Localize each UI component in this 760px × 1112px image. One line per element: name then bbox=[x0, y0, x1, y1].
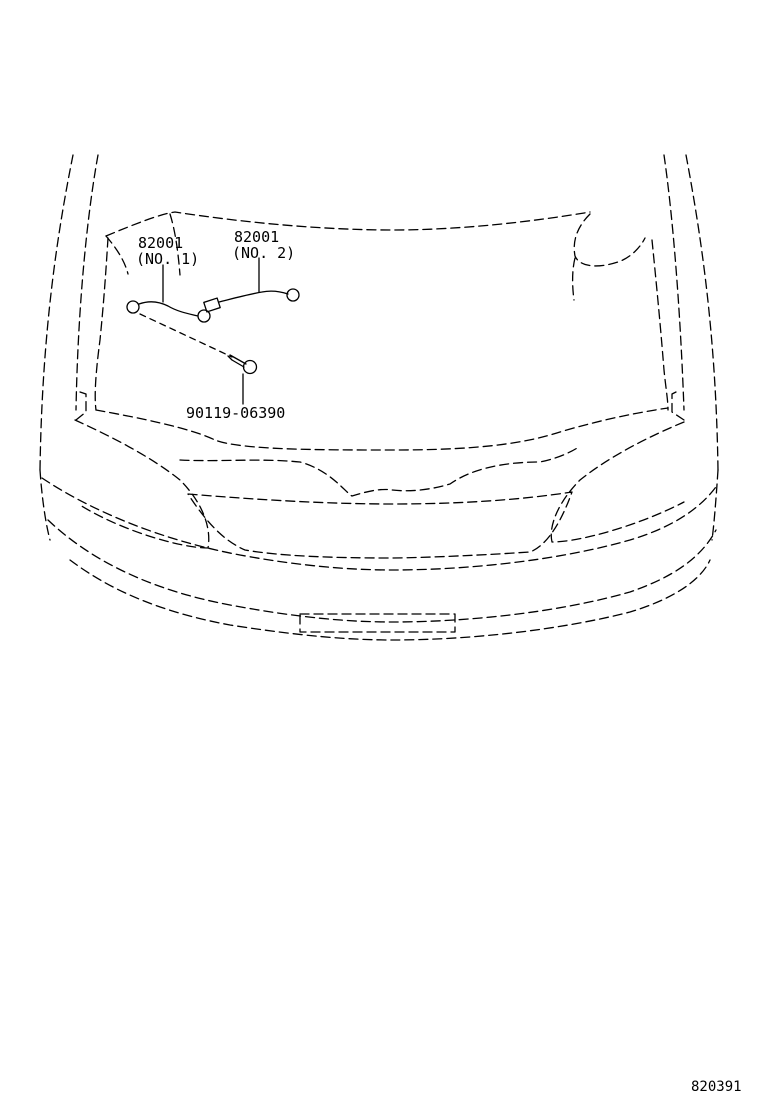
grille-opening bbox=[187, 491, 573, 559]
left-hood-corner bbox=[75, 391, 87, 421]
left-fender-outer-line bbox=[39, 154, 74, 471]
cowl-line bbox=[105, 211, 591, 237]
bolt-shank bbox=[227, 354, 247, 368]
wire-no2-connector bbox=[203, 297, 221, 313]
hood-left-side bbox=[94, 237, 109, 411]
right-strut-tower bbox=[573, 213, 646, 267]
wire-no1-terminal-left bbox=[126, 300, 140, 314]
part-number-wire-no1: 82001 bbox=[138, 234, 184, 252]
part-number-bolt: 90119-06390 bbox=[186, 404, 286, 422]
part-sub-wire-no2: (NO. 2) bbox=[232, 244, 296, 262]
part-number-wire-no2: 82001 bbox=[234, 228, 280, 246]
hood-right-side bbox=[651, 239, 669, 411]
license-plate-recess bbox=[299, 613, 456, 633]
right-body-lower bbox=[711, 469, 719, 541]
vehicle-front-outline bbox=[39, 154, 719, 641]
left-strut-tower bbox=[105, 213, 181, 276]
right-fender-outer-line bbox=[685, 154, 719, 471]
bumper-upper-line bbox=[41, 477, 719, 571]
figure-number: 820391 bbox=[691, 1079, 742, 1095]
left-fender-inner-line bbox=[75, 154, 99, 411]
bumper-bottom-line bbox=[69, 559, 711, 641]
wire-no1[interactable] bbox=[126, 264, 211, 323]
part-sub-wire-no1: (NO. 1) bbox=[136, 250, 200, 268]
radiator-support-top bbox=[179, 445, 581, 497]
wire-no2[interactable] bbox=[203, 257, 300, 313]
right-strut-tower-inner bbox=[571, 257, 576, 301]
left-headlight bbox=[74, 419, 210, 549]
right-headlight bbox=[550, 421, 685, 543]
wire-no2-cable bbox=[218, 290, 289, 303]
bolt[interactable] bbox=[139, 313, 258, 405]
hood-front-edge bbox=[95, 407, 669, 451]
wire-no1-cable bbox=[138, 301, 199, 317]
bumper-lower-line bbox=[47, 519, 717, 623]
wire-no1-terminal-right bbox=[197, 309, 211, 323]
right-hood-corner bbox=[671, 391, 685, 421]
bolt-head bbox=[242, 359, 258, 375]
right-fender-inner-line bbox=[663, 154, 685, 411]
left-body-lower bbox=[39, 469, 51, 541]
wire-no2-terminal bbox=[286, 288, 300, 302]
bolt-dashed-guide bbox=[139, 313, 233, 358]
